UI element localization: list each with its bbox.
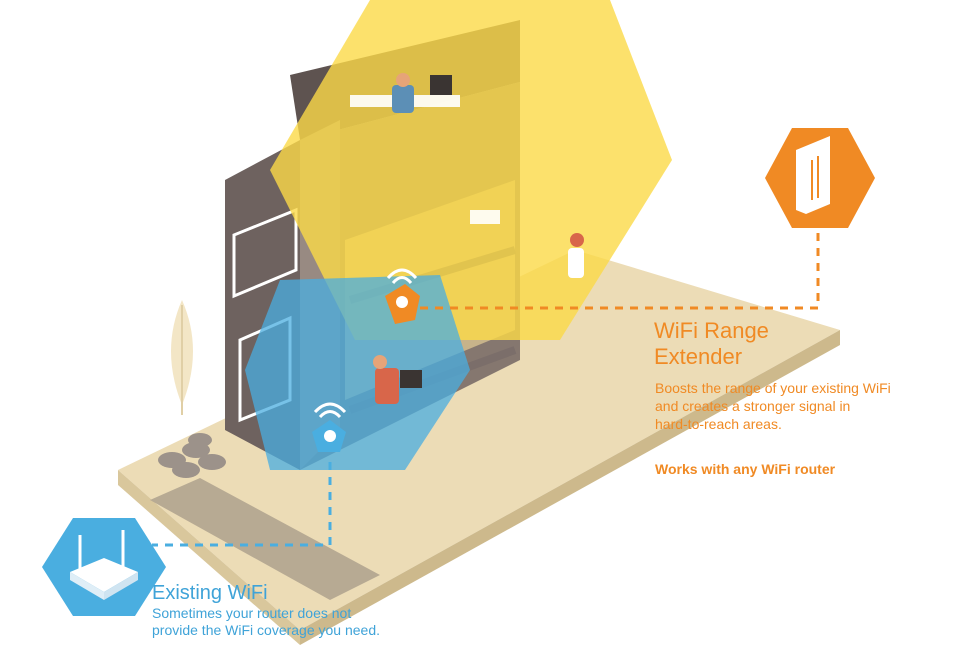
ground-slab	[118, 250, 840, 645]
stepping-stones	[158, 433, 226, 478]
extender-description: Boosts the range of your existing WiFi a…	[655, 379, 955, 433]
extender-desc-line1: Boosts the range of your existing WiFi	[655, 380, 891, 396]
existing-desc-line2: provide the WiFi coverage you need.	[152, 622, 381, 638]
router-device	[312, 402, 347, 452]
office-scene	[350, 73, 584, 404]
extender-title: WiFi Range Extender	[654, 318, 934, 370]
extender-desc-line3: hard-to-reach areas.	[655, 416, 782, 432]
router-coverage-zone	[245, 275, 470, 470]
range-extender-device	[385, 268, 420, 324]
existing-wifi-description: Sometimes your router does not provide t…	[152, 605, 462, 639]
connector-lines	[152, 232, 820, 547]
router-icon	[42, 518, 166, 616]
existing-wifi-title: Existing WiFi	[152, 582, 268, 604]
extender-compatibility-note: Works with any WiFi router	[655, 461, 836, 477]
extender-desc-line2: and creates a stronger signal in	[655, 398, 851, 414]
tree-illustration	[171, 300, 193, 415]
extender-title-line1: WiFi Range	[654, 318, 769, 343]
extender-title-line2: Extender	[654, 344, 743, 369]
range-extender-icon	[765, 128, 875, 228]
existing-desc-line1: Sometimes your router does not	[152, 605, 352, 621]
